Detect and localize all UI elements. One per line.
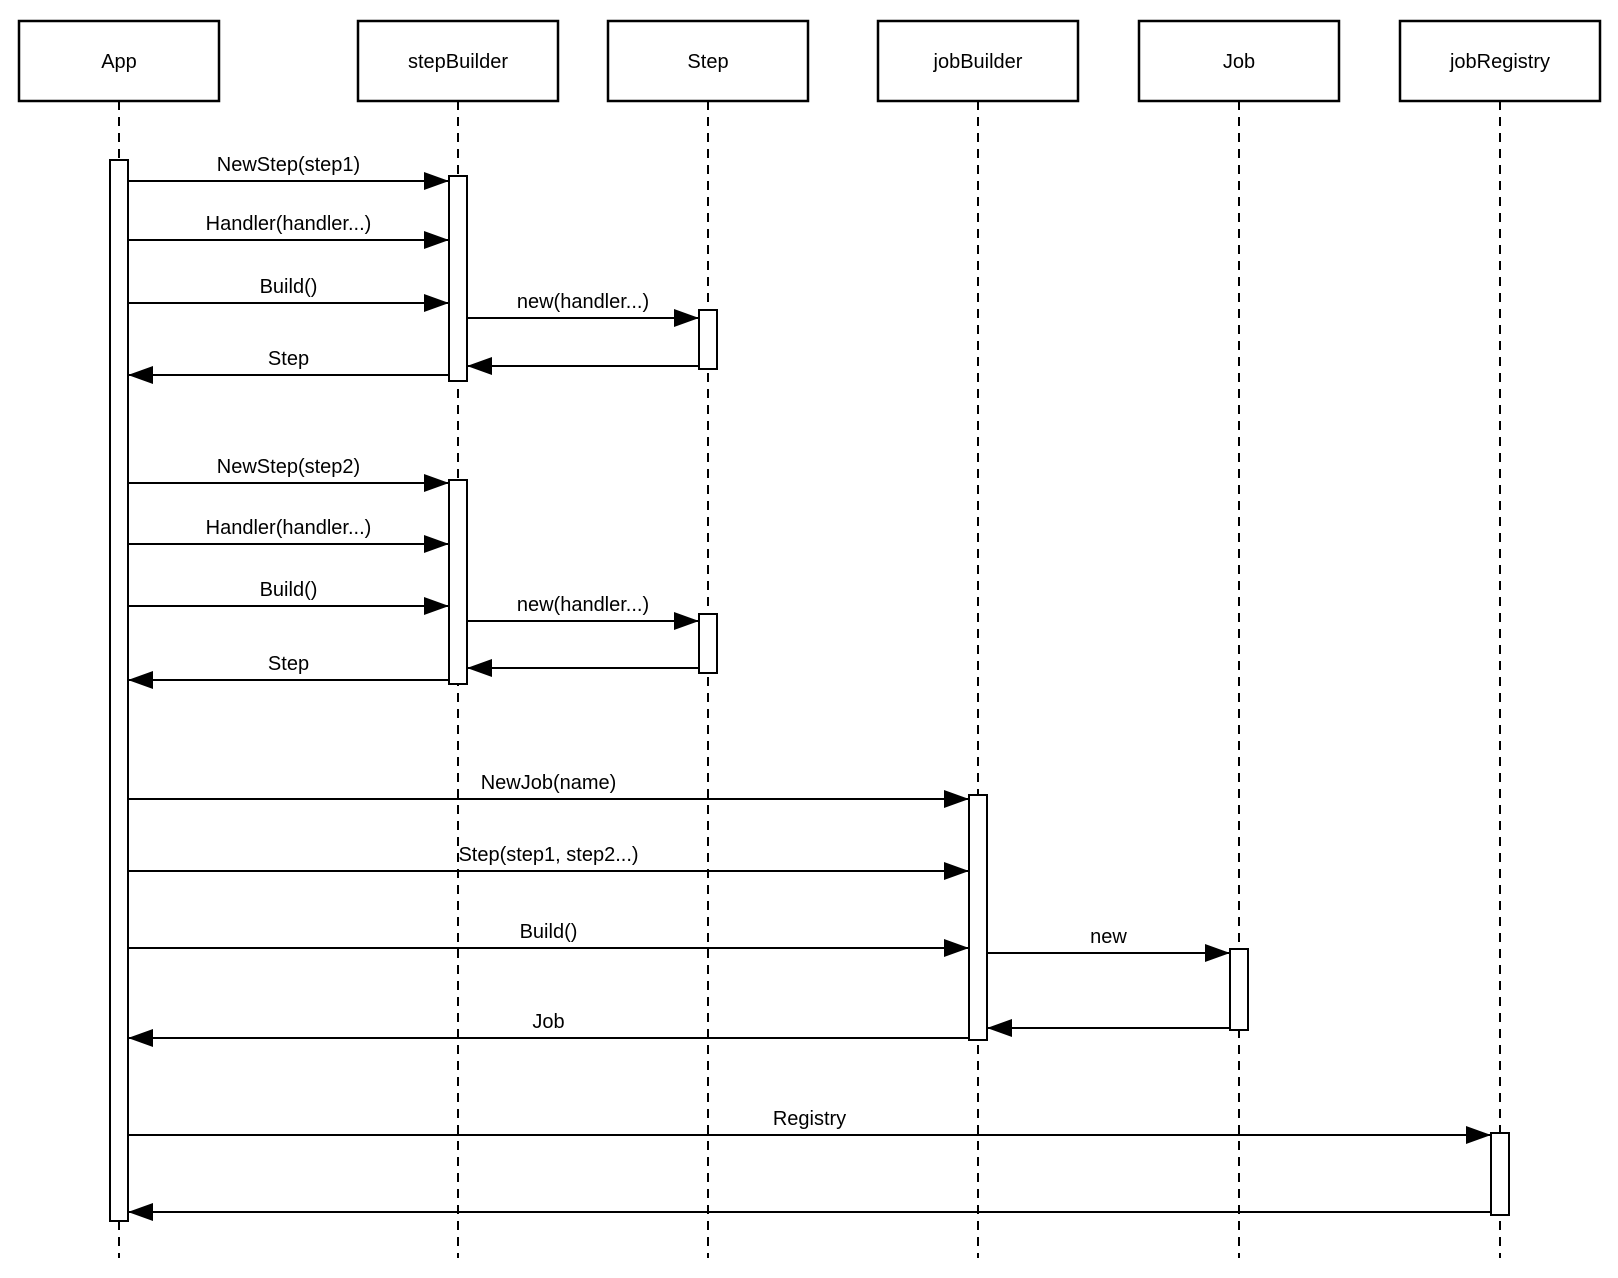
message-label-7: Handler(handler...) [206,517,372,539]
participant-label-job: Job [1223,51,1255,73]
participant-label-jobBuilder: jobBuilder [933,51,1023,73]
message-label-1: Handler(handler...) [206,213,372,235]
activation-bar-step-4 [698,613,718,674]
message-label-3: new(handler...) [517,291,649,313]
participant-label-stepBuilder: stepBuilder [408,51,508,73]
message-label-12: NewJob(name) [481,772,617,794]
participant-job: Job [1137,19,1341,103]
message-label-2: Build() [260,276,318,298]
participant-box-stepBuilder [356,19,560,103]
activation-bar-jobBuilder-5 [968,794,988,1041]
activation-bar-stepBuilder-1 [448,175,468,382]
message-label-0: NewStep(step1) [217,154,360,176]
activation-bar-app-0 [109,159,129,1222]
participant-app: App [17,19,221,103]
participant-label-app: App [101,51,137,73]
participant-stepBuilder: stepBuilder [356,19,560,103]
participant-jobBuilder: jobBuilder [876,19,1080,103]
message-label-18: Registry [773,1108,846,1130]
participant-box-step [606,19,810,103]
activation-bar-stepBuilder-3 [448,479,468,685]
activation-bar-job-6 [1229,948,1249,1031]
activation-bar-jobRegistry-7 [1490,1132,1510,1216]
participant-box-app [17,19,221,103]
participant-label-jobRegistry: jobRegistry [1449,51,1550,73]
message-label-9: new(handler...) [517,594,649,616]
message-label-8: Build() [260,579,318,601]
participant-box-jobBuilder [876,19,1080,103]
message-label-5: Step [268,348,309,370]
participant-jobRegistry: jobRegistry [1398,19,1602,103]
participant-label-step: Step [687,51,728,73]
message-label-13: Step(step1, step2...) [458,844,638,866]
participant-box-jobRegistry [1398,19,1602,103]
participant-step: Step [606,19,810,103]
activation-bar-step-2 [698,309,718,370]
message-label-15: new [1090,926,1127,948]
message-label-17: Job [532,1011,564,1033]
message-label-6: NewStep(step2) [217,456,360,478]
participant-box-job [1137,19,1341,103]
message-label-14: Build() [520,921,578,943]
message-label-11: Step [268,653,309,675]
